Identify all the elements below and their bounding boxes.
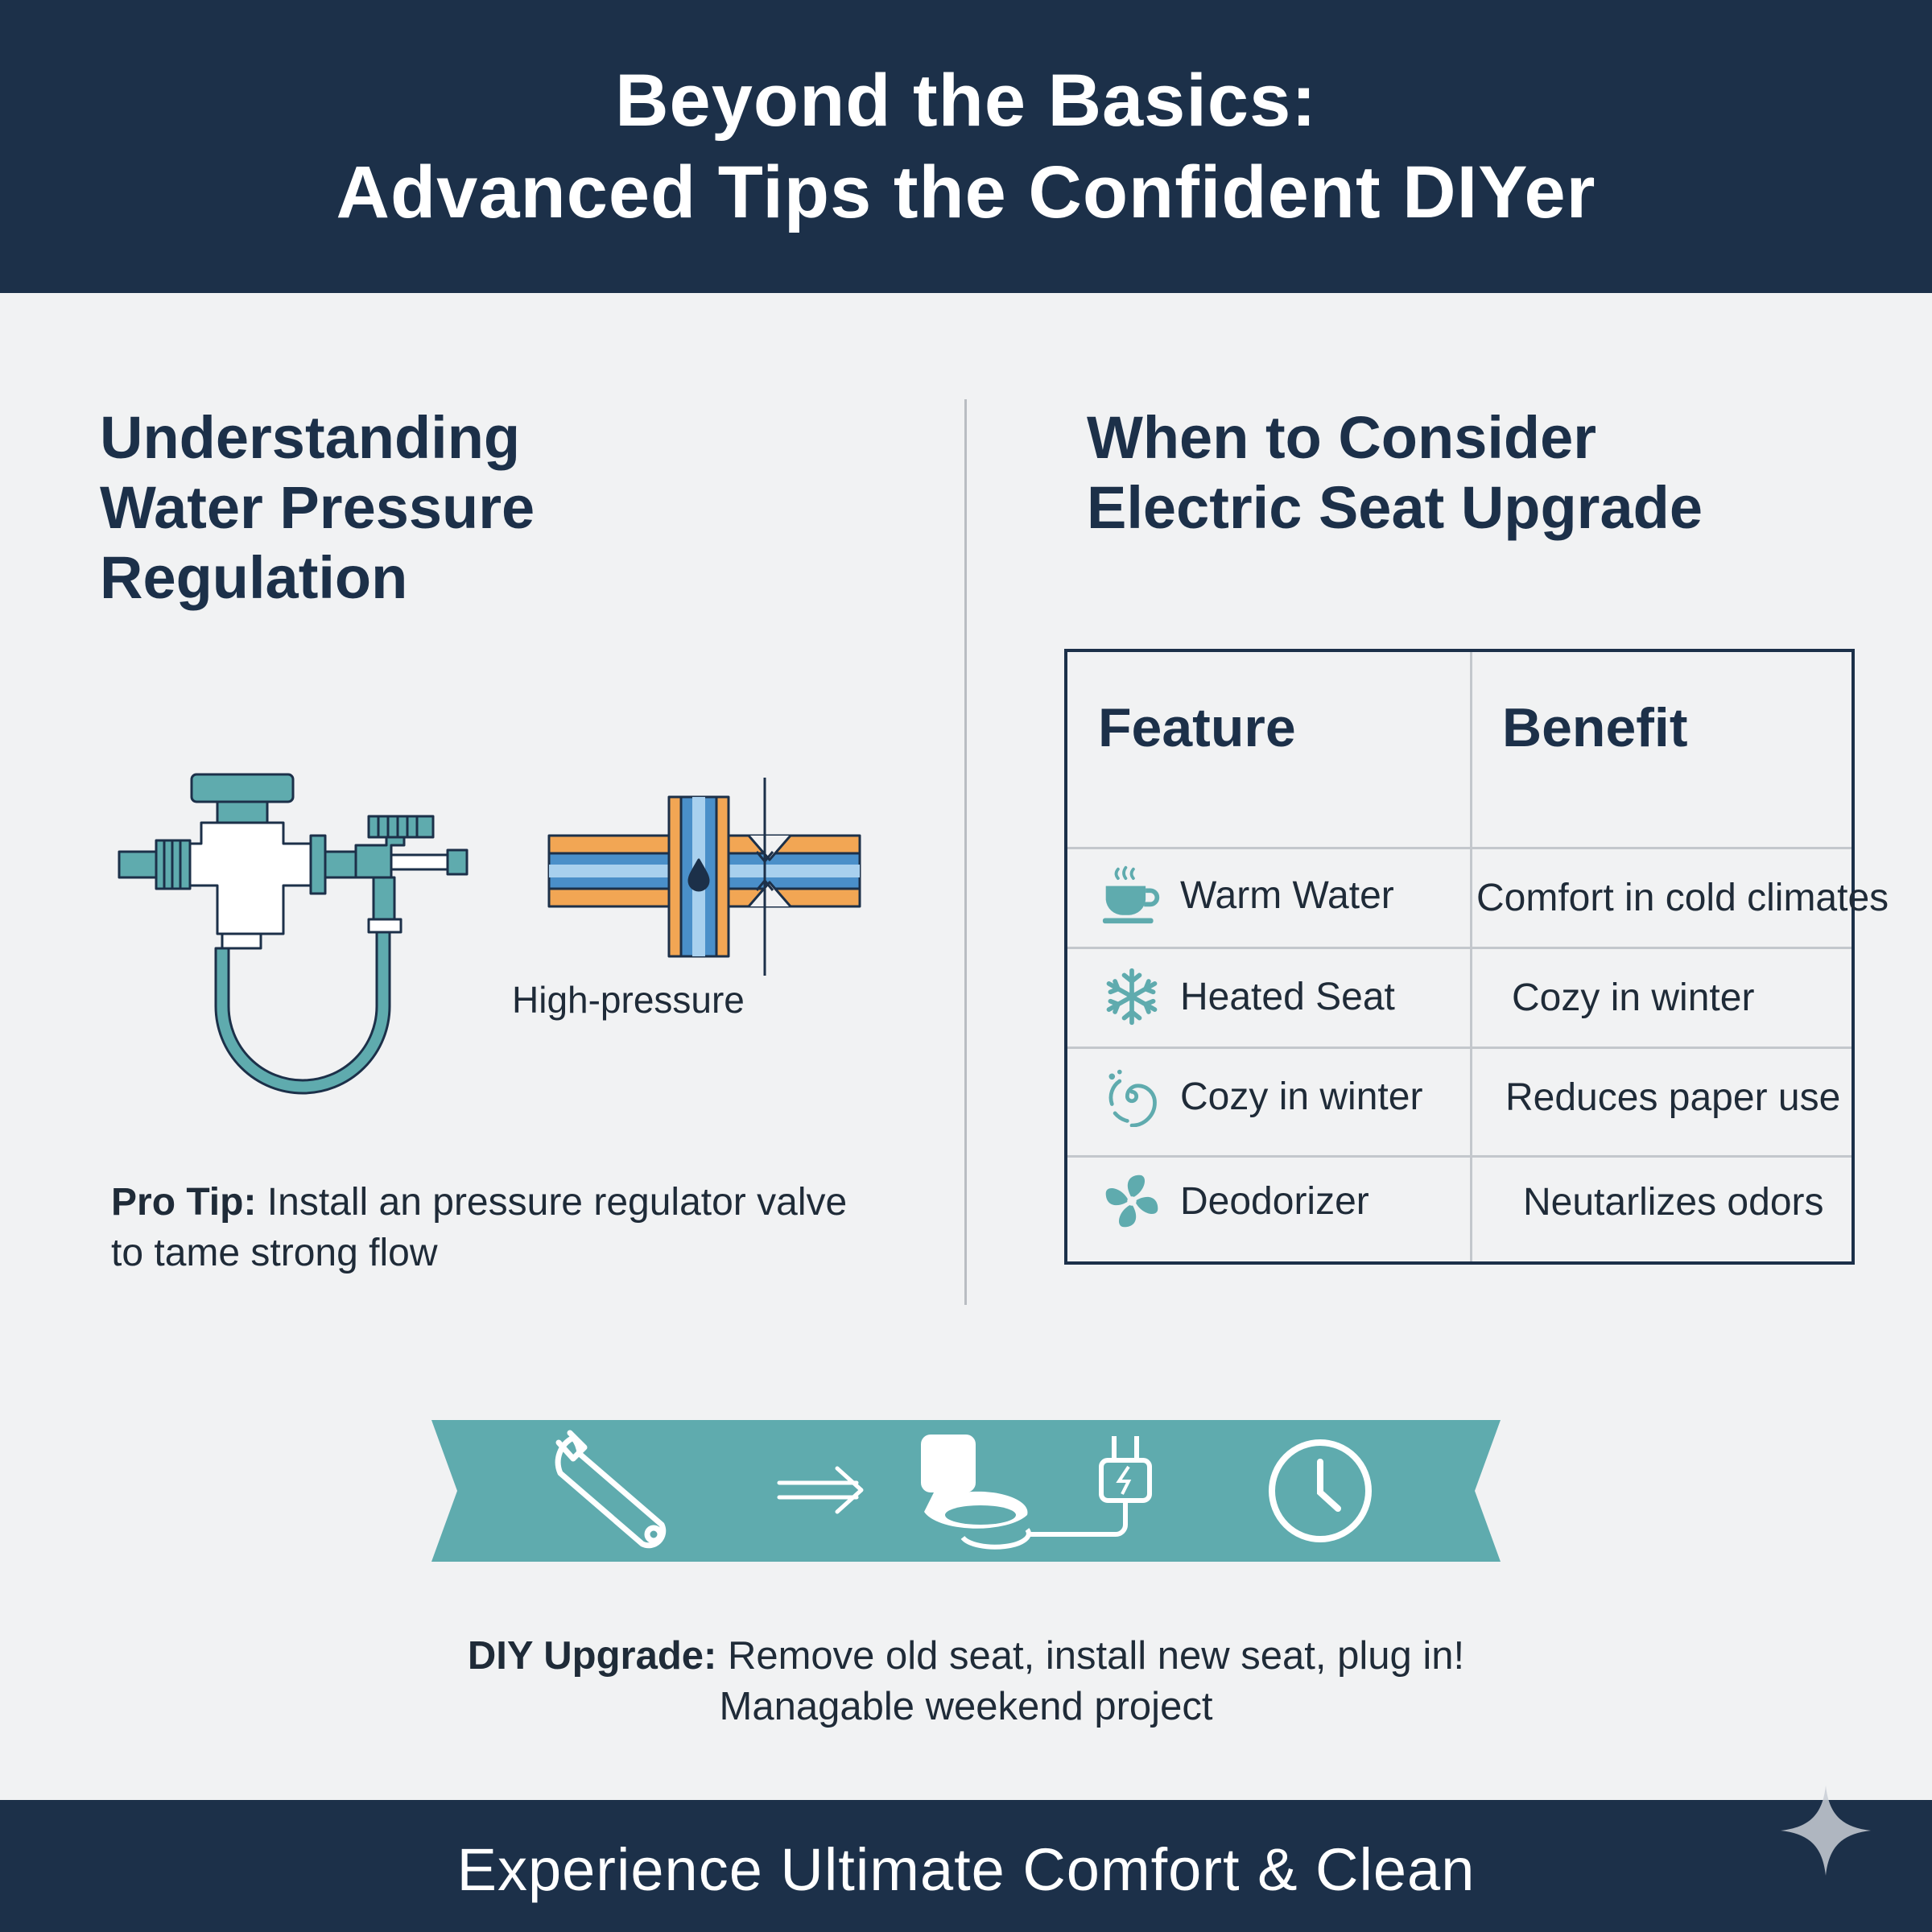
toilet-seat-plug-icon — [921, 1435, 1152, 1550]
table-row-benefit: Neutarlizes odors — [1523, 1181, 1824, 1224]
clock-icon — [1269, 1439, 1372, 1542]
table-row-feature: Deodorizer — [1101, 1170, 1369, 1232]
section-divider — [964, 399, 967, 1305]
diy-upgrade-subtext: Managable weekend project — [719, 1685, 1213, 1728]
section-title-line: Understanding — [100, 404, 521, 471]
warm-water-cup-icon — [1102, 865, 1160, 924]
pro-tip-text: Install an pressure regulator valve to t… — [111, 1181, 848, 1274]
table-row-feature: Heated Seat — [1101, 966, 1395, 1027]
arrow-right-icon — [777, 1466, 864, 1514]
header-banner: Beyond the Basics: Advanced Tips the Con… — [0, 0, 1932, 293]
diy-upgrade-label: DIY Upgrade: — [467, 1634, 717, 1678]
table-row-benefit: Comfort in cold climates — [1476, 877, 1889, 919]
table-column-divider — [1470, 652, 1472, 1261]
section-title-line: Electric Seat Upgrade — [1087, 474, 1703, 541]
feature-benefit-table: Feature Benefit Warm Water Comfort in co… — [1064, 649, 1889, 1265]
page-title-line-1: Beyond the Basics: — [615, 60, 1317, 142]
table-row-benefit: Cozy in winter — [1512, 976, 1755, 1019]
electric-seat-section-title: When to Consider Electric Seat Upgrade — [1087, 402, 1703, 543]
section-title-line: Regulation — [100, 544, 408, 611]
table-row-feature: Warm Water — [1101, 865, 1394, 926]
pro-tip-label: Pro Tip: — [111, 1181, 257, 1224]
table-row-divider — [1067, 1155, 1852, 1158]
water-pressure-section-title: Understanding Water Pressure Regulation — [100, 402, 535, 613]
table-row-benefit: Reduces paper use — [1505, 1076, 1841, 1119]
fan-icon — [1105, 1174, 1158, 1228]
snowflake-icon — [1106, 968, 1158, 1026]
table-row-divider — [1067, 1046, 1852, 1049]
upgrade-steps-ribbon — [431, 1420, 1501, 1562]
table-row-divider — [1067, 947, 1852, 949]
footer-text: Experience Ultimate Comfort & Clean — [456, 1835, 1476, 1903]
swirl-icon — [1108, 1069, 1157, 1127]
high-pressure-pipe-diagram — [547, 778, 861, 976]
diy-upgrade-text: Remove old seat, install new seat, plug … — [727, 1634, 1465, 1678]
table-row-divider — [1067, 847, 1852, 849]
table-header-feature: Feature — [1098, 697, 1296, 758]
table-header-benefit: Benefit — [1502, 697, 1688, 758]
table-row-feature: Cozy in winter — [1101, 1066, 1422, 1127]
section-title-line: When to Consider — [1087, 404, 1597, 471]
sparkle-icon — [1781, 1785, 1871, 1876]
pressure-regulator-valve-icon — [118, 773, 469, 1095]
feature-label: Deodorizer — [1180, 1179, 1369, 1223]
feature-label: Cozy in winter — [1180, 1075, 1423, 1118]
feature-label: Heated Seat — [1180, 975, 1395, 1018]
footer-banner: Experience Ultimate Comfort & Clean — [0, 1800, 1932, 1932]
section-title-line: Water Pressure — [100, 474, 535, 541]
pro-tip: Pro Tip: Install an pressure regulator v… — [111, 1177, 884, 1278]
diy-upgrade-note: DIY Upgrade: Remove old seat, install ne… — [242, 1631, 1690, 1732]
wrench-icon — [555, 1430, 667, 1549]
diy-upgrade-line: DIY Upgrade: Remove old seat, install ne… — [242, 1631, 1690, 1682]
high-pressure-label: High-pressure — [512, 979, 745, 1021]
feature-label: Warm Water — [1180, 873, 1394, 917]
page-title-line-2: Advanced Tips the Confident DIYer — [336, 151, 1596, 233]
